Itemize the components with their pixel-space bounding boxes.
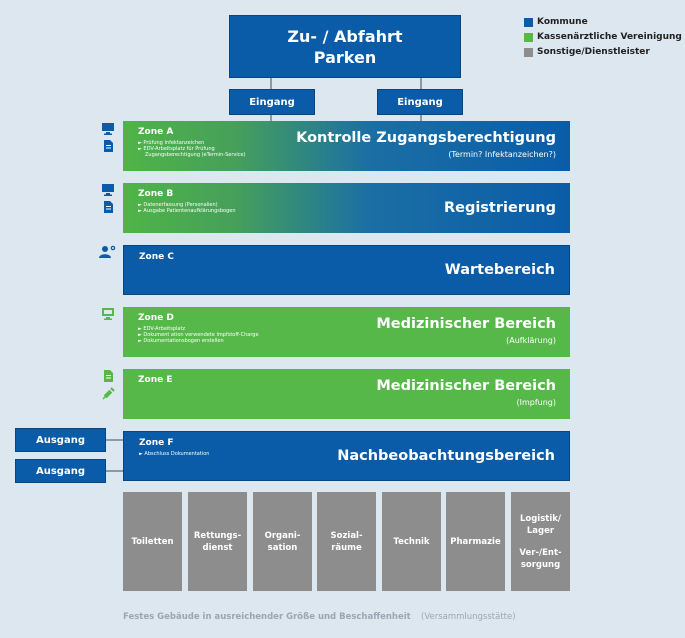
zone-detail-line: ► EDV-Arbeitsplatz (138, 326, 186, 332)
facility-line: Sozial- (330, 530, 363, 541)
facility-rettungsdienst: Rettungs-dienst (188, 492, 247, 591)
zone-c: Zone C Wartebereich (123, 245, 570, 295)
exit-label: Ausgang (36, 434, 85, 446)
facility-line: Lager (526, 525, 555, 536)
zone-label: Zone D (138, 313, 174, 323)
legend-swatch-gray (524, 47, 533, 57)
people-icon (99, 245, 116, 258)
facility-line: Organi- (264, 530, 301, 541)
zone-detail-line: ► Dokumentationsbogen erstellen (138, 338, 224, 344)
zone-detail-line: ► Prüfung Infektanzeichen (138, 140, 205, 146)
connector-line (420, 78, 422, 89)
computer-icon (102, 184, 114, 196)
zone-subtitle: (Aufklärung) (506, 336, 556, 345)
document-icon (104, 140, 113, 152)
zone-title: Kontrolle Zugangsberechtigung (296, 130, 556, 146)
legend-item-kv: Kassenärztliche Vereinigung (524, 32, 682, 42)
legend-item-sonstige: Sonstige/Dienstleister (524, 47, 650, 57)
facility-organisation: Organi-sation (253, 492, 312, 591)
zone-title: Medizinischer Bereich (376, 316, 556, 332)
entrance-box-left: Eingang (229, 89, 315, 115)
footer-note: (Versammlungsstätte) (421, 612, 516, 622)
legend-item-kommune: Kommune (524, 17, 588, 27)
facility-line: Ver-/Ent- (519, 547, 562, 558)
facility-logistik: Logistik/ Lager Ver-/Ent- sorgung (511, 492, 570, 591)
zone-detail-line: ► Datenerfassung (Personalien) (138, 202, 218, 208)
facility-line: sation (267, 542, 298, 553)
facility-sozialraeume: Sozial-räume (317, 492, 376, 591)
facility-line: Toiletten (131, 536, 174, 547)
access-parking-line2: Parken (313, 47, 377, 67)
facility-line: Pharmazie (450, 536, 501, 547)
legend-label: Sonstige/Dienstleister (537, 47, 650, 57)
facility-toiletten: Toiletten (123, 492, 182, 591)
zone-label: Zone A (138, 127, 174, 137)
facility-spacer (519, 537, 561, 547)
zone-a: Zone A ► Prüfung Infektanzeichen ► EDV-A… (123, 121, 570, 171)
zone-label: Zone C (139, 252, 174, 262)
zone-details: ► Datenerfassung (Personalien) ► Ausgabe… (138, 202, 236, 214)
connector-line (106, 439, 123, 441)
facility-line: sorgung (520, 559, 561, 570)
legend-swatch-green (524, 32, 533, 42)
entrance-label: Eingang (397, 96, 443, 108)
facility-line: räume (331, 542, 362, 553)
legend-label: Kommune (537, 17, 588, 27)
zone-e: Zone E Medizinischer Bereich (Impfung) (123, 369, 570, 419)
zone-detail-line: ► Ausgabe Patientenaufklärungsbogen (138, 208, 236, 214)
access-parking-line1: Zu- / Abfahrt (287, 26, 403, 46)
legend-label: Kassenärztliche Vereinigung (537, 32, 682, 42)
entrance-box-right: Eingang (377, 89, 463, 115)
facility-line: Rettungs- (193, 530, 242, 541)
zone-label: Zone B (138, 189, 174, 199)
facility-line: Logistik/ (519, 513, 562, 524)
document-icon (104, 201, 113, 213)
zone-detail-line: ► Abschluss Dokumentation (139, 451, 210, 457)
zone-detail-line: ► EDV-Arbeitsplatz für Prüfung (138, 146, 215, 152)
exit-label: Ausgang (36, 465, 85, 477)
zone-label: Zone E (138, 375, 173, 385)
exit-box-1: Ausgang (15, 428, 106, 452)
zone-details: ► Prüfung Infektanzeichen ► EDV-Arbeitsp… (138, 140, 246, 158)
document-icon (104, 370, 113, 382)
syringe-icon (102, 387, 115, 400)
legend-swatch-blue (524, 17, 533, 27)
zone-b: Zone B ► Datenerfassung (Personalien) ► … (123, 183, 570, 233)
zone-detail-line: Zugangsberechtigung (eTermin-Service) (145, 152, 246, 158)
zone-detail-line: ► Dokument ation verwendete Impfstoff-Ch… (138, 332, 259, 338)
facility-line: dienst (202, 542, 233, 553)
facility-technik: Technik (382, 492, 441, 591)
facility-pharmazie: Pharmazie (446, 492, 505, 591)
zone-d: Zone D ► EDV-Arbeitsplatz ► Dokument ati… (123, 307, 570, 357)
entrance-label: Eingang (249, 96, 295, 108)
exit-box-2: Ausgang (15, 459, 106, 483)
zone-subtitle: (Impfung) (516, 398, 556, 407)
computer-icon (102, 308, 114, 320)
connector-line (270, 115, 272, 121)
access-parking-box: Zu- / Abfahrt Parken (229, 15, 461, 78)
zone-subtitle: (Termin? Infektanzeichen?) (448, 150, 556, 159)
zone-title: Nachbeobachtungsbereich (337, 448, 555, 464)
connector-line (106, 470, 123, 472)
zone-f: Zone F ► Abschluss Dokumentation Nachbeo… (123, 431, 570, 481)
zone-title: Medizinischer Bereich (376, 378, 556, 394)
footer-main: Festes Gebäude in ausreichender Größe un… (123, 612, 411, 622)
zone-details: ► EDV-Arbeitsplatz ► Dokument ation verw… (138, 326, 259, 344)
facility-line: Technik (393, 536, 430, 547)
computer-icon (102, 123, 114, 135)
zone-title: Wartebereich (444, 262, 555, 278)
zone-details: ► Abschluss Dokumentation (139, 451, 209, 457)
zone-label: Zone F (139, 438, 174, 448)
zone-title: Registrierung (443, 200, 556, 216)
connector-line (420, 115, 422, 121)
connector-line (270, 78, 272, 89)
